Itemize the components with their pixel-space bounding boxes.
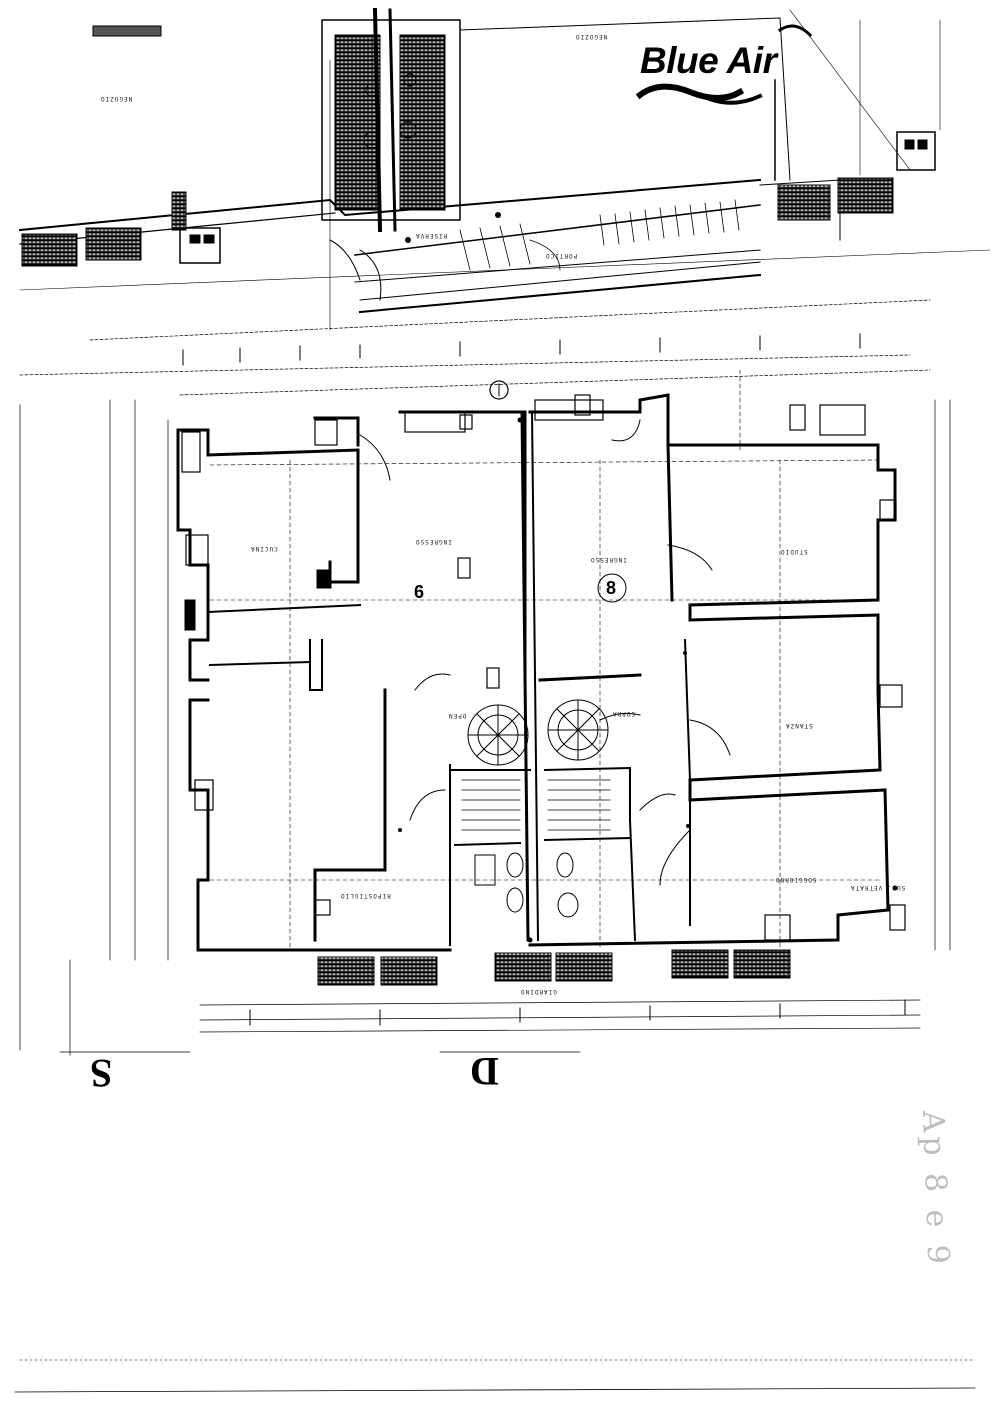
- label-portico: PORTICO: [545, 252, 578, 259]
- side-marker-s: S: [90, 1051, 113, 1096]
- handwritten-note: Ap 8 e 9: [915, 1110, 956, 1269]
- label-riserva: RISERVA: [415, 232, 448, 239]
- label-open: OPEN: [448, 712, 467, 719]
- unit-number-right: 8: [606, 578, 617, 598]
- logo-text: Blue Air: [640, 40, 777, 81]
- label-ingresso-left: INGRESSO: [415, 538, 452, 545]
- label-studio: STUDIO: [780, 548, 808, 555]
- label-negozio-top: NEGOZIO: [575, 33, 608, 40]
- label-cucina: CUCINA: [250, 545, 278, 552]
- label-stanza: STANZA: [785, 722, 813, 729]
- label-ingresso-right: INGRESSO: [590, 556, 627, 563]
- unit-number-left: 9: [414, 581, 425, 601]
- side-marker-d: D: [470, 1049, 499, 1094]
- label-giardino: GIARDINO: [520, 988, 557, 995]
- label-sopra: SOPRA: [612, 710, 636, 717]
- label-ripostiglio: RIPOSTIGLIO: [340, 892, 391, 899]
- blue-air-logo: Blue Air: [628, 38, 838, 108]
- label-sup-vetrata: SUP. VETRATA: [850, 884, 906, 891]
- label-negozio-left: NEGOZIO: [100, 95, 133, 102]
- label-soggiorno: SOGGIORNO: [775, 876, 817, 883]
